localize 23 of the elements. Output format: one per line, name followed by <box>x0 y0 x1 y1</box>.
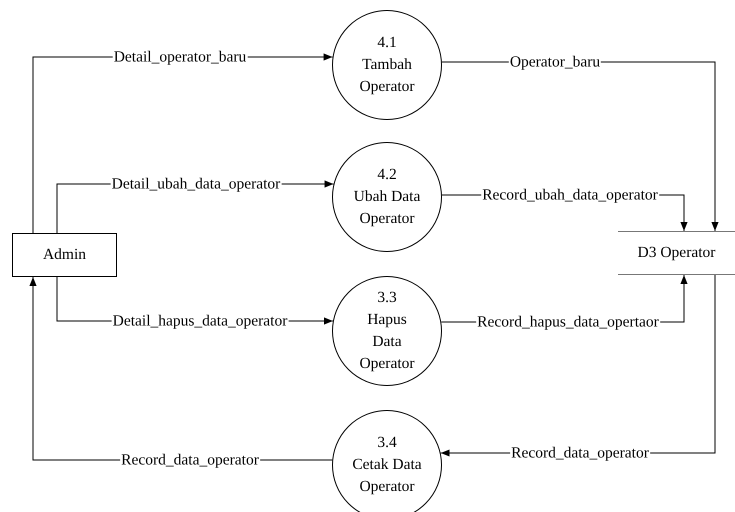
edge-label: Record_data_operator <box>120 452 260 468</box>
edge-label: Detail_hapus_data_operator <box>112 312 288 330</box>
process-name: Hapus Data Operator <box>358 310 416 374</box>
process-circle <box>332 142 442 252</box>
process-number: 4.2 <box>377 165 397 185</box>
process-name: Ubah Data Operator <box>352 187 422 229</box>
data-store <box>618 231 735 275</box>
edge-label: Detail_operator_baru <box>112 48 248 66</box>
process-number: 4.1 <box>377 33 397 53</box>
store-label: D3 Operator <box>638 243 716 263</box>
entity-box <box>12 233 117 277</box>
process-circle <box>332 276 442 386</box>
edge-label: Record_ubah_data_operator <box>481 186 659 204</box>
edge-label: Record_data_operator <box>510 444 650 462</box>
process-number: 3.4 <box>377 433 397 453</box>
edge-label: Record_hapus_data_opertaor <box>476 314 660 330</box>
process-circle <box>332 10 442 120</box>
edge-label: Detail_ubah_data_operator <box>110 176 282 192</box>
process-name: Tambah Operator <box>358 55 416 97</box>
process-name: Cetak Data Operator <box>352 455 422 497</box>
entity-label: Admin <box>42 245 86 265</box>
edge-label: Operator_baru <box>508 54 602 70</box>
process-number: 3.3 <box>377 288 397 308</box>
